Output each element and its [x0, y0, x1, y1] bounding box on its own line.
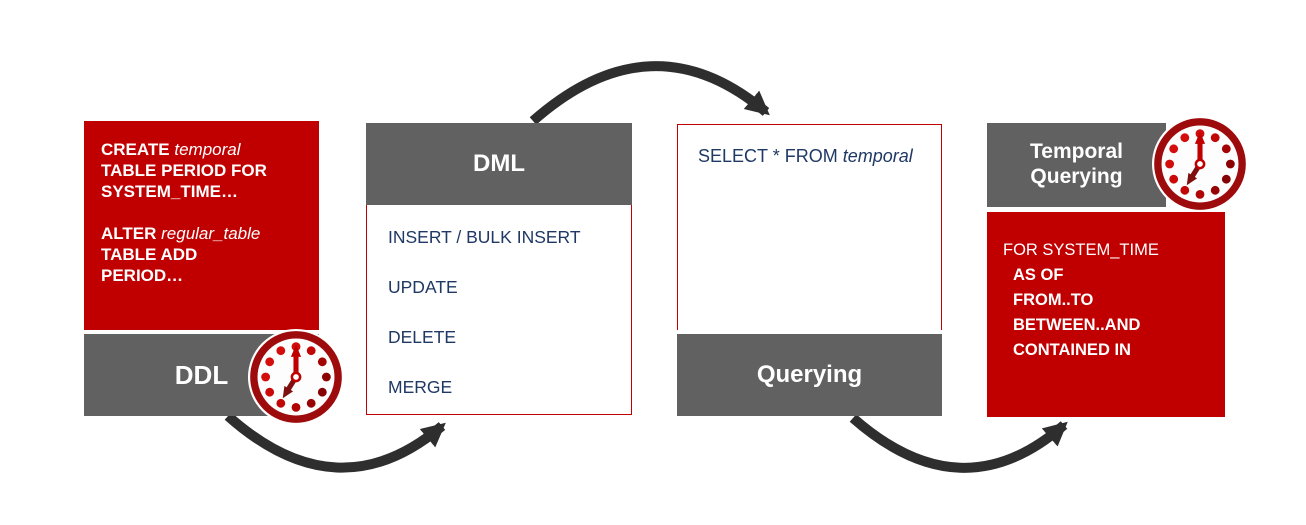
text-line: SYSTEM_TIME…: [101, 182, 238, 201]
dml-operation-item: DELETE: [388, 326, 457, 347]
text-line: [101, 202, 309, 223]
dml-header-bar: DML: [366, 123, 632, 205]
clock-icon: [247, 328, 345, 426]
dml-operation-item: UPDATE: [388, 276, 458, 297]
arrow-dml-to-querying: [529, 61, 770, 125]
querying-label: Querying: [756, 361, 863, 388]
ddl-label: DDL: [174, 359, 229, 390]
arrow-querying-to-temporal: [849, 414, 1068, 473]
querying-header-bar: Querying: [677, 334, 942, 416]
text-line: TABLE PERIOD FOR: [101, 161, 267, 180]
text-line: CREATE temporal: [101, 140, 241, 159]
text-line: ALTER regular_table: [101, 224, 261, 243]
dml-operations-panel: INSERT / BULK INSERT UPDATE DELETE MERGE: [366, 205, 632, 415]
temporal-querying-label: Temporal Querying: [1030, 140, 1123, 188]
temporal-querying-header-bar: Temporal Querying: [987, 123, 1166, 207]
text-line: SELECT * FROM temporal: [698, 146, 913, 166]
dml-operation-item: INSERT / BULK INSERT: [388, 226, 581, 247]
text-line: PERIOD…: [101, 266, 184, 285]
text-line: CONTAINED IN: [1013, 341, 1131, 359]
text-line: FOR SYSTEM_TIME: [1003, 241, 1159, 259]
text-line: AS OF: [1013, 266, 1064, 284]
text-line: FROM..TO: [1013, 291, 1094, 309]
text-line: BETWEEN..AND: [1013, 316, 1141, 334]
dml-operation-item: MERGE: [388, 376, 453, 397]
querying-statement-panel: SELECT * FROM temporal: [677, 124, 942, 330]
temporal-querying-clauses-panel: FOR SYSTEM_TIME AS OF FROM..TO BETWEEN..AND…: [987, 212, 1225, 417]
text-line: TABLE ADD: [101, 245, 198, 264]
dml-label: DML: [473, 150, 525, 177]
clock-icon: [1151, 115, 1249, 213]
